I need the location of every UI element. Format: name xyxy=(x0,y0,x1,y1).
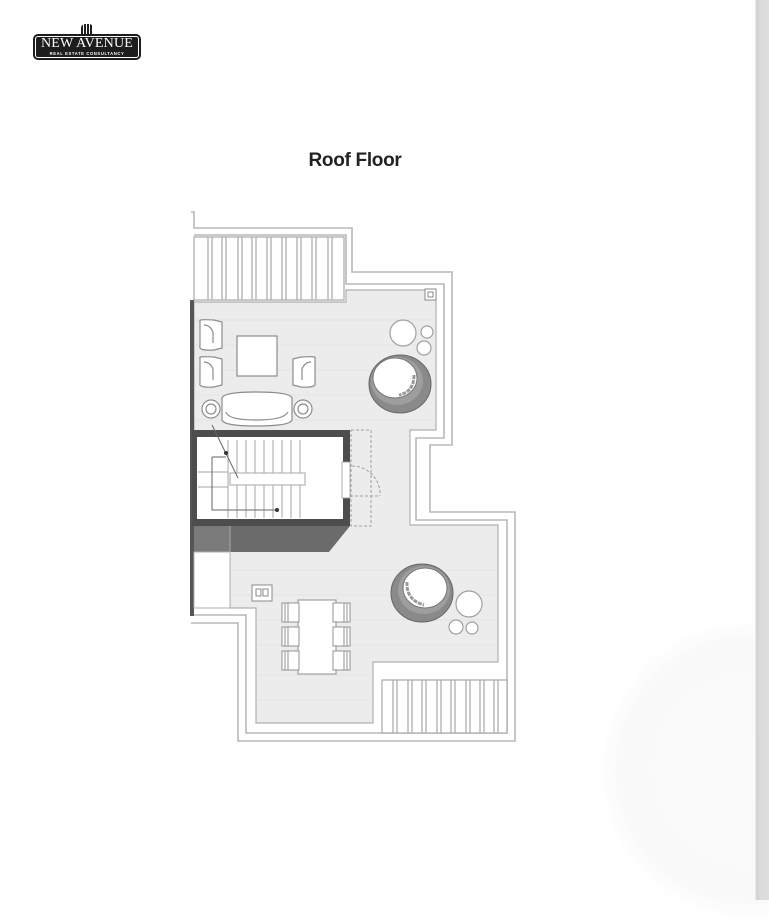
dining-set xyxy=(281,599,351,675)
sink-icon xyxy=(251,584,273,602)
logo-plate xyxy=(35,36,139,58)
round-stools-upper xyxy=(389,319,434,356)
round-stools-lower xyxy=(448,590,483,635)
plan-title: Roof Floor xyxy=(308,150,402,171)
logo-tagline: REAL ESTATE CONSULTANCY xyxy=(49,51,125,56)
sofa xyxy=(221,391,293,427)
roof-floor-plan xyxy=(190,211,516,742)
roof-overhang-shade xyxy=(193,526,350,609)
lounge-set xyxy=(199,319,316,427)
stairwell xyxy=(192,424,381,527)
new-avenue-logo: NEW AVENUE REAL ESTATE CONSULTANCY xyxy=(35,24,139,60)
dining-table xyxy=(297,599,337,675)
inner-parapet xyxy=(191,234,508,734)
drain-icon xyxy=(424,288,437,301)
building-icon xyxy=(81,24,93,37)
outer-parapet xyxy=(191,211,516,742)
round-lounge-chair-lower xyxy=(390,563,454,623)
coffee-table xyxy=(236,335,278,377)
page-edge-scrollbar[interactable] xyxy=(755,0,769,900)
pergola-top xyxy=(193,236,345,301)
pergola-bottom xyxy=(381,679,508,734)
round-lounge-chair-upper xyxy=(368,354,432,414)
logo-name: NEW AVENUE xyxy=(40,36,134,51)
